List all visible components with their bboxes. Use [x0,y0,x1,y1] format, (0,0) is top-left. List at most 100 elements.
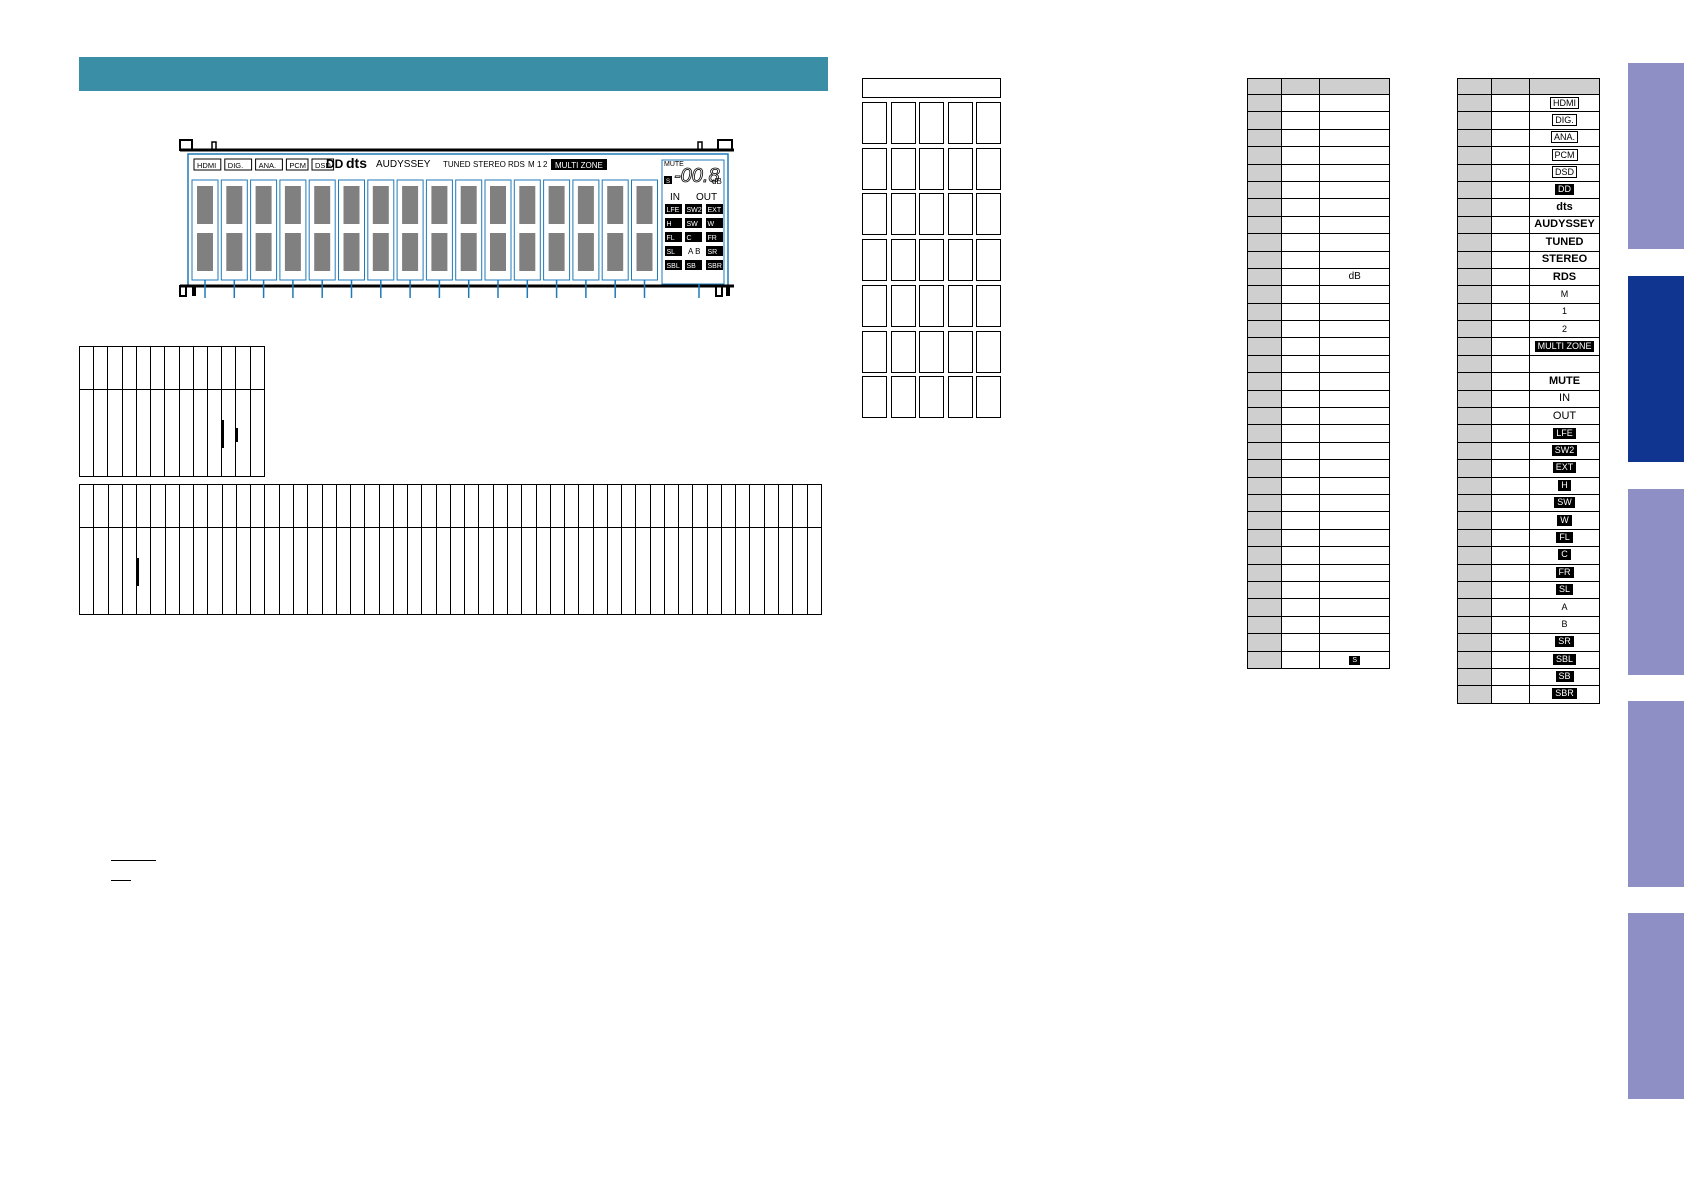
pin-table-symbol: OUT [1552,409,1577,422]
pin-table-cell: dts [1529,198,1600,217]
grid-cell [107,388,123,478]
channel-indicator-box [706,260,723,270]
pin-table-cell [1319,354,1390,374]
pin-table-cell [1319,111,1390,130]
grid-cell [193,484,209,528]
dot-matrix-cell [947,239,973,282]
pin-table-cell [1457,302,1492,322]
pin-table-symbol: FL [1556,531,1573,543]
section-header-band [79,57,828,91]
grid-cell [663,526,680,616]
pin-table-cell [1457,180,1492,200]
side-tab-5[interactable] [1628,913,1684,1099]
grid-table-small [78,346,266,478]
pin-table-cell [1490,476,1531,495]
pin-table-cell [1280,546,1321,565]
grid-cell [421,484,437,528]
grid-cell [692,484,708,528]
dot-matrix-cell [890,239,916,282]
grid-cell [749,526,765,616]
grid-cell [221,346,237,390]
pin-table-cell: SR [1529,633,1600,652]
pin-table-cell [1280,250,1321,269]
pin-table-cell [1490,372,1531,391]
pin-table-cell [1490,407,1531,426]
pin-table-cell [1457,546,1492,565]
grid-cell [792,526,808,616]
grid-cell [250,526,266,616]
channel-indicator-box [685,218,702,228]
pin-table-cell [1490,633,1531,652]
grid-wide-marker [137,558,139,586]
side-tab-4[interactable] [1628,701,1684,887]
pin-table-cell: 1 [1529,302,1600,322]
channel-indicator-box [665,204,682,214]
vfd-badge-label: ANA. [259,161,277,170]
side-tab-3[interactable] [1628,489,1684,675]
dot-matrix-cell [862,147,887,190]
pin-table-cell [1490,215,1531,235]
vfd-dot-matrix [197,186,213,224]
pin-table-cell [1280,337,1321,356]
pin-table-symbol: LFE [1553,427,1576,439]
vfd-dot-matrix [284,186,301,224]
side-tab-1[interactable] [1628,63,1684,249]
pin-table-cell: TUNED [1529,233,1600,252]
grid-cell [292,526,309,616]
m-label: M [528,160,535,169]
grid-cell [178,526,195,616]
pin-table-symbol: SW2 [1551,445,1578,456]
grid-cell [278,526,294,616]
channel-indicator-box [685,232,702,242]
grid-cell [378,484,394,528]
vfd-char-cell [396,179,424,281]
pin-table-cell [1247,320,1282,339]
pin-table-cell [1247,372,1282,391]
grid-cell [449,484,466,528]
pin-table-cell [1490,146,1531,165]
grid-cell [135,388,152,478]
grid-cell [264,526,280,616]
pin-table-cell [1319,598,1390,617]
pin-table-cell [1457,407,1492,426]
grid-cell [164,526,180,616]
vfd-dot-matrix [519,233,536,271]
channel-indicator-label: W [708,221,715,228]
pin-table-cell [1490,528,1531,548]
grid-cell [78,484,95,528]
pin-table-cell: STEREO [1529,250,1600,269]
pin-table-cell [1280,633,1321,652]
grid-cell [535,484,551,528]
out-label: OUT [696,192,717,203]
grid-cell [606,526,623,616]
pin-table-cell [1457,580,1492,600]
pin-table-cell: SL [1529,580,1600,600]
pin-table-cell [1247,407,1282,426]
pin-table-cell: C [1529,546,1600,565]
grid-cell [678,526,694,616]
vfd-dot-matrix [636,186,653,224]
dot-matrix-cell [947,147,973,190]
pin-table-header-cell [1280,78,1321,95]
vfd-dot-matrix [460,233,477,271]
side-tab-2-active[interactable] [1628,276,1684,462]
channel-indicator-label: SW2 [687,207,702,214]
grid-cell [235,526,252,616]
pin-table-cell [1280,233,1321,252]
pin-table-symbol: STEREO [1541,253,1588,266]
grid-cell [207,484,223,528]
pin-table-symbol: HDMI [1550,96,1580,109]
grid-cell [150,484,166,528]
grid-cell [435,526,451,616]
grid-cell [307,526,323,616]
pin-table-header-cell [1319,78,1390,95]
pin-table-cell [1490,93,1531,113]
dot-matrix-cell [947,102,973,144]
pin-table-cell [1247,93,1282,113]
grid-cell [207,526,223,616]
grid-table-wide [78,484,823,616]
pin-table-cell [1457,511,1492,530]
grid-cell [492,484,508,528]
pin-table-cell [1280,180,1321,200]
